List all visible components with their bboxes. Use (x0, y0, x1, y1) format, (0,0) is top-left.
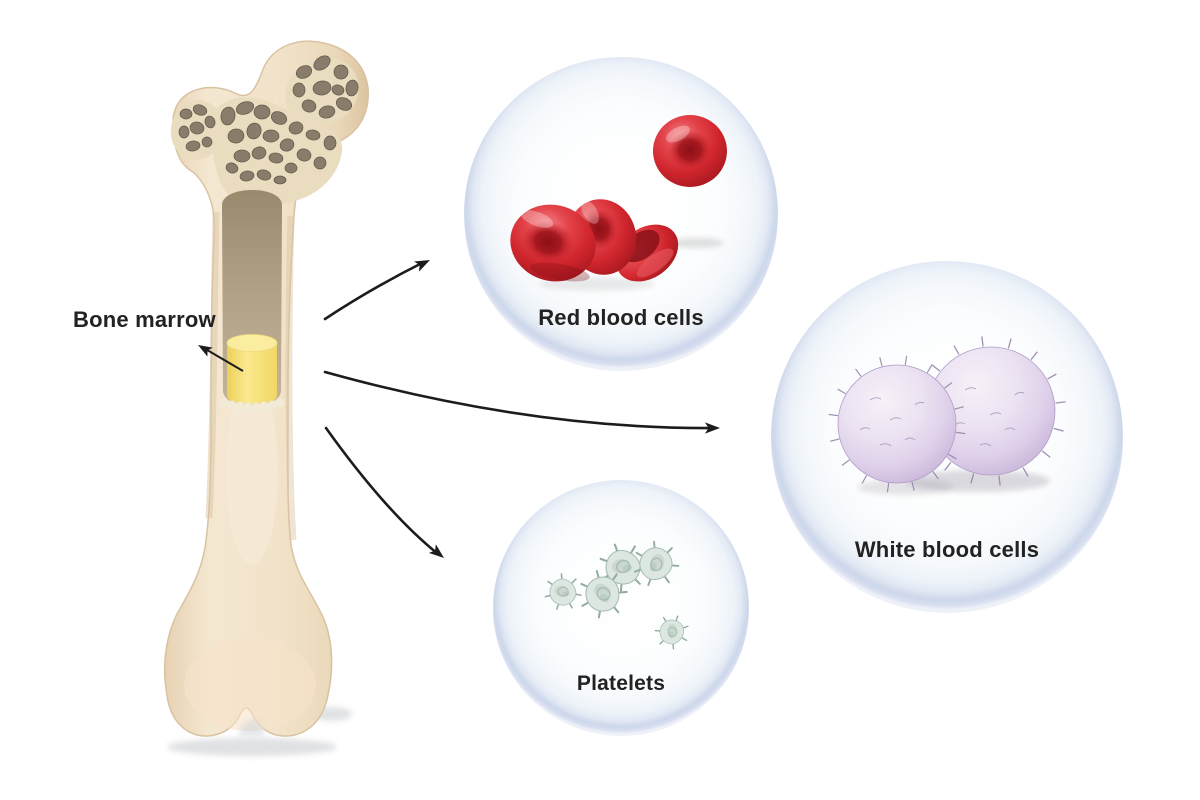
arrow-to-red-blood-cells (323, 260, 430, 321)
white-blood-cell (819, 346, 975, 502)
platelets-bubble: Platelets (493, 480, 749, 736)
white-blood-cells-bubble: White blood cells (771, 261, 1123, 613)
platelets-label: Platelets (577, 672, 665, 695)
bone-illustration (163, 40, 369, 756)
red-blood-cell-single (653, 115, 727, 187)
arrowhead (414, 260, 430, 272)
bone-shadow (167, 738, 337, 756)
marrow-scallop-rim (219, 398, 285, 412)
bone-marrow-label: Bone marrow (73, 307, 216, 332)
red-blood-cells-bubble: Red blood cells (464, 57, 778, 371)
spongy-bone-texture (170, 55, 359, 206)
red-blood-cells-label: Red blood cells (538, 305, 704, 330)
white-blood-cells-label: White blood cells (855, 537, 1039, 562)
pointer-arrowhead (198, 345, 213, 357)
arrowhead (428, 544, 444, 558)
bone-marrow-highlight (226, 334, 278, 404)
arrow-to-white-blood-cells (323, 370, 720, 434)
bone-marrow-pointer (198, 345, 244, 372)
red-blood-cell-cluster (510, 199, 724, 291)
arrowhead (705, 422, 720, 434)
arrow-to-platelets (324, 426, 444, 558)
